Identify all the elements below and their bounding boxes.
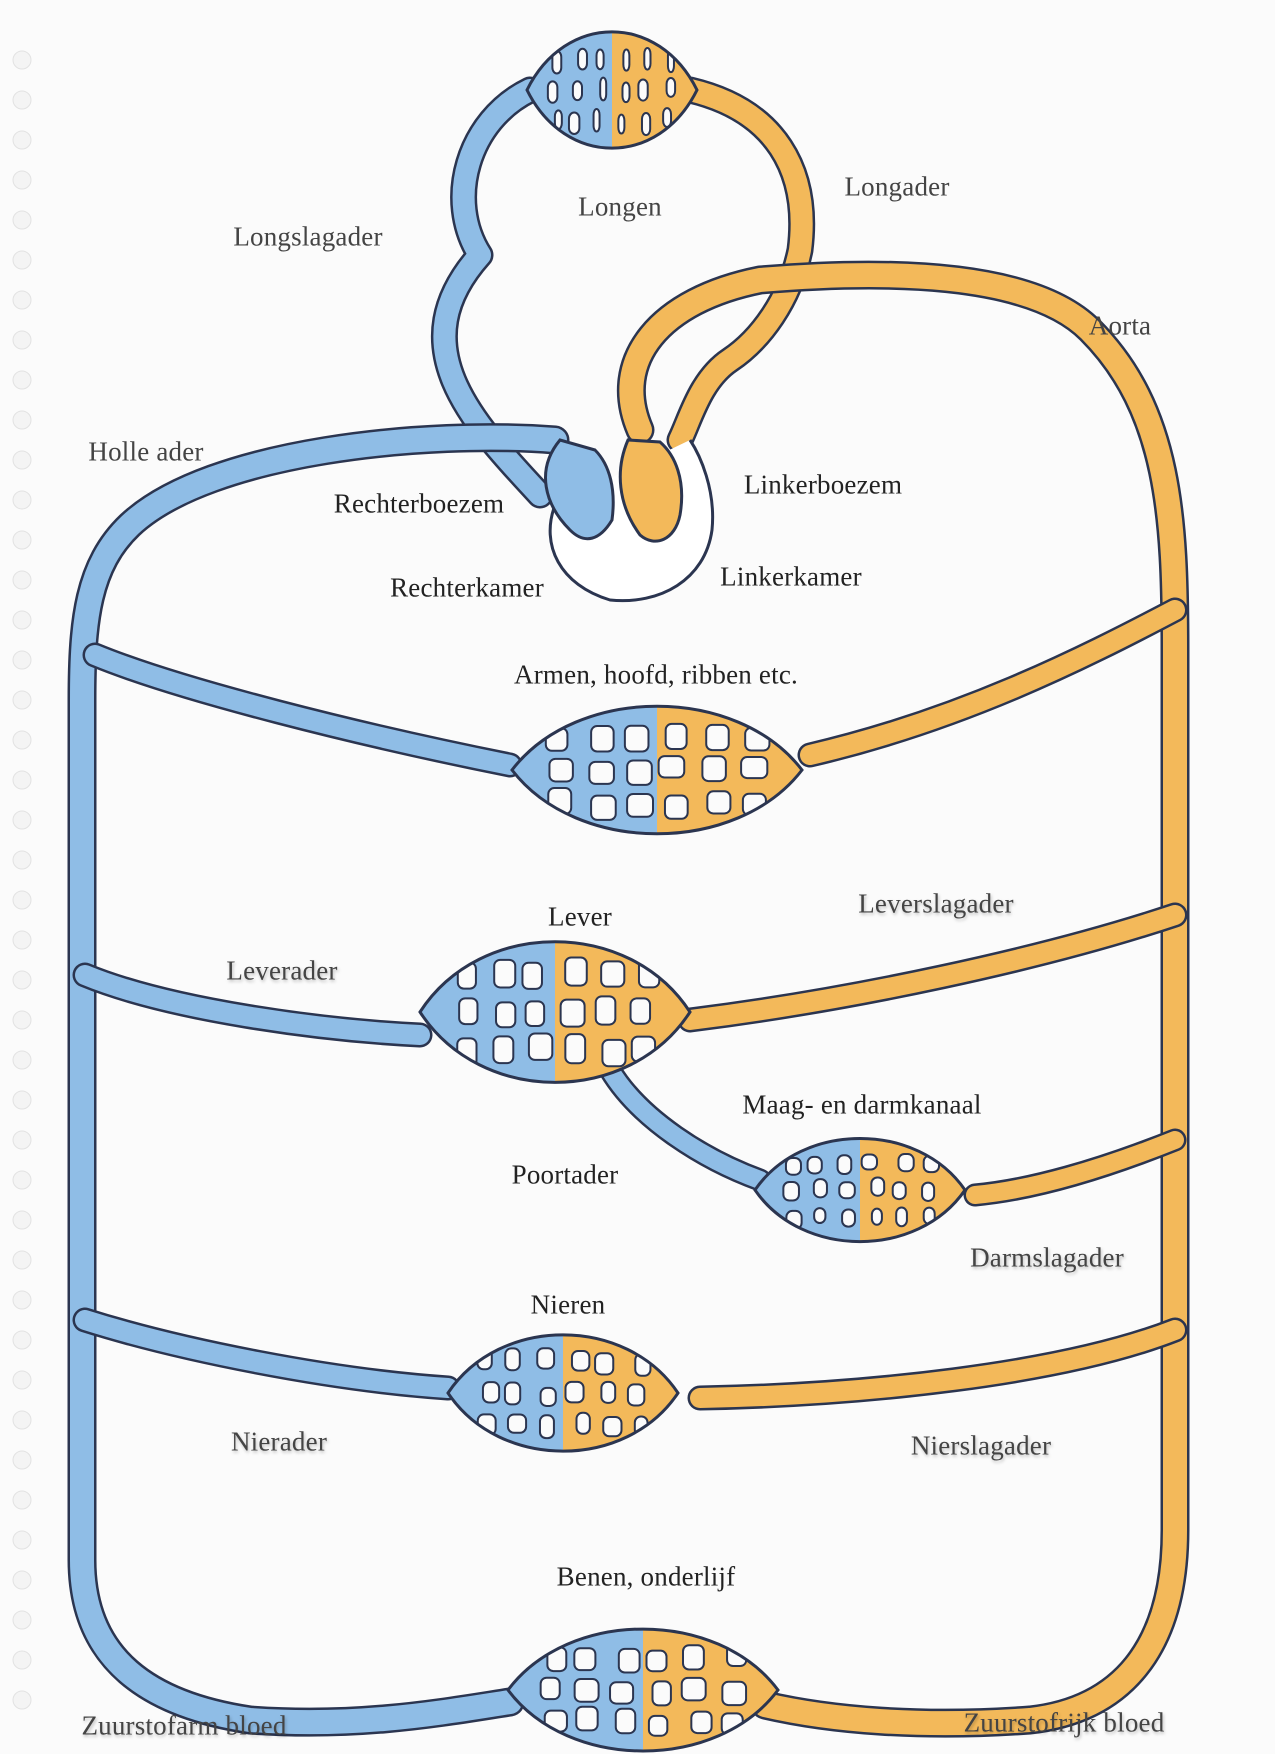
holle-ader-vessel xyxy=(67,423,570,1737)
binder-hole xyxy=(12,330,32,350)
rechterboezem-chamber xyxy=(544,438,615,541)
binder-hole xyxy=(12,650,32,670)
poortader-vessel xyxy=(598,1058,772,1192)
label-lever: Lever xyxy=(548,901,612,932)
heart xyxy=(544,438,715,603)
capillary-bed-nieren xyxy=(446,1333,680,1453)
binder-hole xyxy=(12,1610,32,1630)
binder-hole xyxy=(12,490,32,510)
binder-hole xyxy=(12,530,32,550)
binder-hole xyxy=(12,690,32,710)
label-rechterkamer: Rechterkamer xyxy=(390,572,544,603)
binder-hole xyxy=(12,730,32,750)
binder-hole xyxy=(12,250,32,270)
binder-hole xyxy=(12,370,32,390)
binder-hole xyxy=(12,770,32,790)
binder-hole xyxy=(12,410,32,430)
label-armen-hoofd-ribben: Armen, hoofd, ribben etc. xyxy=(514,659,798,690)
binder-hole xyxy=(12,1050,32,1070)
label-leverslagader: Leverslagader xyxy=(858,888,1014,919)
label-longen: Longen xyxy=(578,191,662,222)
binder-hole xyxy=(12,90,32,110)
binder-hole xyxy=(12,930,32,950)
label-leverader: Leverader xyxy=(226,955,338,986)
arm-vein xyxy=(82,642,523,778)
binder-hole xyxy=(12,170,32,190)
binder-hole xyxy=(12,1570,32,1590)
binder-hole xyxy=(12,1490,32,1510)
binder-hole xyxy=(12,1170,32,1190)
binder-hole xyxy=(12,1530,32,1550)
binder-hole xyxy=(12,890,32,910)
label-holle-ader: Holle ader xyxy=(88,436,204,467)
binder-hole xyxy=(12,290,32,310)
binder-hole xyxy=(12,1290,32,1310)
darmslagader-vessel xyxy=(963,1128,1187,1207)
binder-hole xyxy=(12,1450,32,1470)
binder-hole xyxy=(12,130,32,150)
label-linkerboezem: Linkerboezem xyxy=(743,469,903,500)
binder-hole xyxy=(12,570,32,590)
binder-hole xyxy=(12,450,32,470)
nierader-vessel xyxy=(72,1307,461,1401)
binder-hole xyxy=(12,1130,32,1150)
aorta-vessel xyxy=(616,260,1190,1738)
leverslagader-vessel xyxy=(677,902,1188,1033)
binder-hole xyxy=(12,1650,32,1670)
binder-hole xyxy=(12,610,32,630)
leverader-vessel xyxy=(72,962,433,1048)
nierslagader-vessel xyxy=(687,1317,1188,1411)
linkerboezem-chamber xyxy=(618,438,684,543)
binder-hole xyxy=(12,810,32,830)
label-longader: Longader xyxy=(844,171,950,202)
binder-hole xyxy=(12,210,32,230)
label-aorta: Aorta xyxy=(1088,310,1152,341)
label-maag-darmkanaal: Maag- en darmkanaal xyxy=(742,1089,982,1120)
binder-hole xyxy=(12,1410,32,1430)
binder-holes xyxy=(12,50,32,1710)
binder-hole xyxy=(12,970,32,990)
label-poortader: Poortader xyxy=(511,1159,619,1190)
label-nierader: Nierader xyxy=(230,1426,328,1457)
label-nieren: Nieren xyxy=(530,1289,606,1320)
binder-hole xyxy=(12,1370,32,1390)
arm-artery xyxy=(797,597,1188,768)
binder-hole xyxy=(12,850,32,870)
label-linkerkamer: Linkerkamer xyxy=(720,561,862,592)
binder-hole xyxy=(12,1010,32,1030)
label-darmslagader: Darmslagader xyxy=(970,1242,1124,1273)
binder-hole xyxy=(12,1690,32,1710)
capillary-bed-darm xyxy=(753,1137,967,1243)
binder-hole xyxy=(12,1210,32,1230)
capillary-bed-lever xyxy=(418,940,692,1084)
binder-hole xyxy=(12,1330,32,1350)
vessels xyxy=(67,76,1190,1738)
capillary-bed-longen xyxy=(525,30,699,150)
binder-hole xyxy=(12,1250,32,1270)
label-zuurstofarm-bloed: Zuurstofarm bloed xyxy=(81,1710,287,1741)
label-zuurstofrijk-bloed: Zuurstofrijk bloed xyxy=(963,1707,1165,1738)
binder-hole xyxy=(12,1090,32,1110)
label-benen-onderlijf: Benen, onderlijf xyxy=(556,1561,736,1592)
binder-hole xyxy=(12,50,32,70)
label-longslagader: Longslagader xyxy=(233,221,383,252)
capillary-bed-benen xyxy=(506,1627,780,1753)
capillary-bed-armen xyxy=(510,704,804,836)
label-rechterboezem: Rechterboezem xyxy=(333,488,505,519)
label-nierslagader: Nierslagader xyxy=(910,1430,1052,1461)
